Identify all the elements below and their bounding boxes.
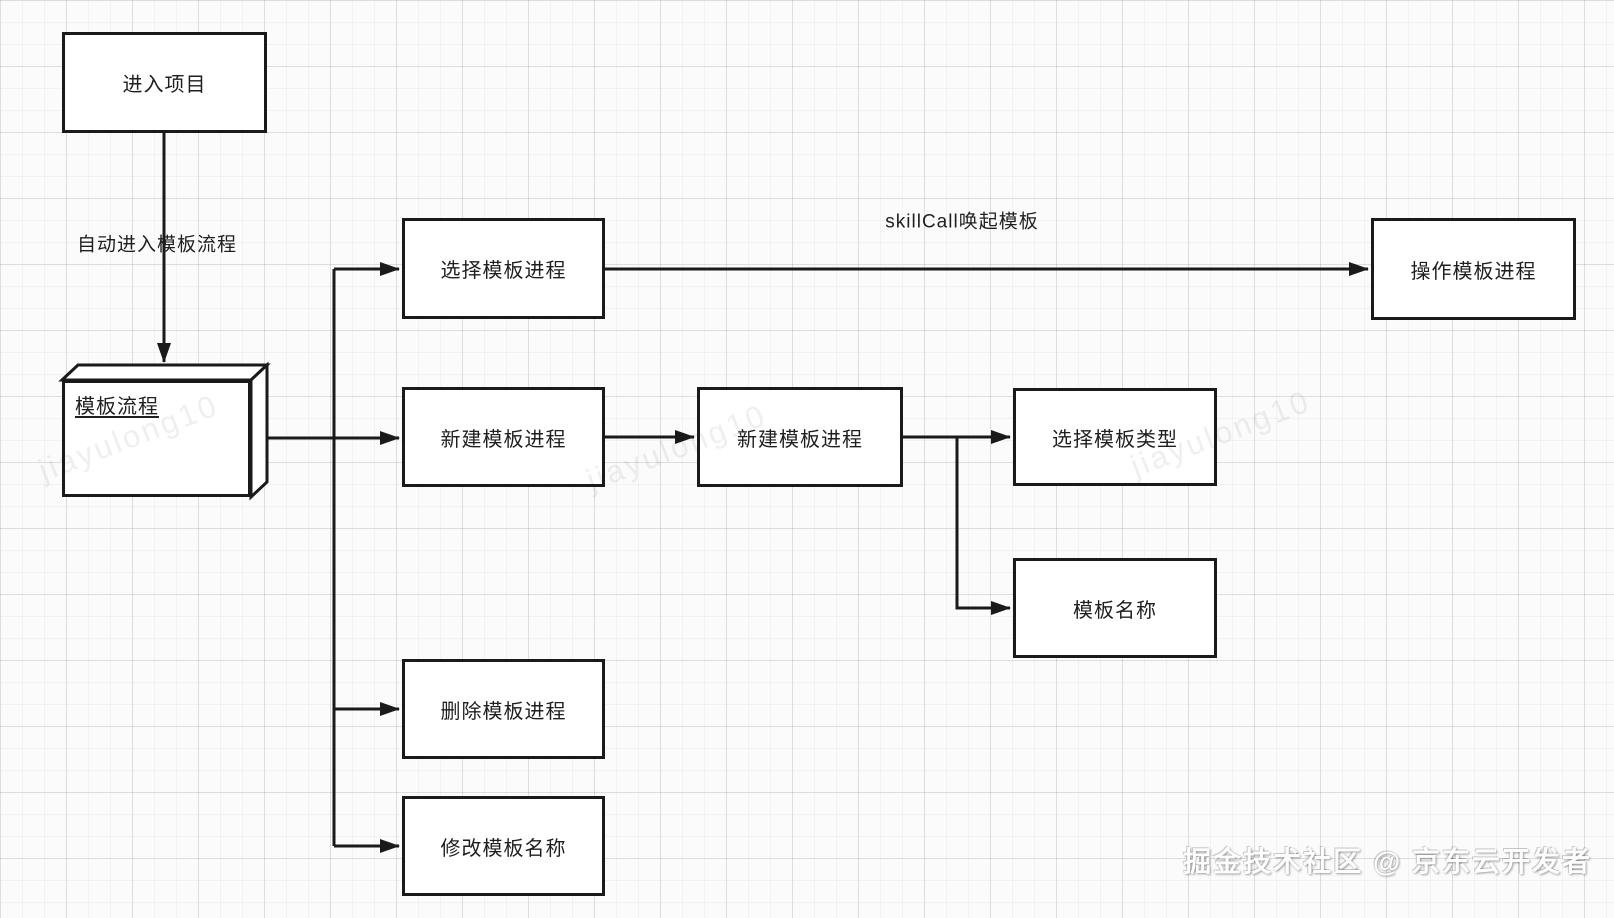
edge-create2-to-name xyxy=(955,437,1011,615)
node-operate-template-process-label: 操作模板进程 xyxy=(1410,260,1537,283)
node-enter-project-label: 进入项目 xyxy=(122,74,207,96)
node-create-template-process-2-label: 新建模板进程 xyxy=(737,428,863,451)
edge-label-auto-enter: 自动进入模板流程 xyxy=(76,234,238,256)
node-select-template-process-label: 选择模板进程 xyxy=(440,260,567,282)
node-create-template-process-1[interactable]: 新建模板进程 xyxy=(402,387,605,487)
template-flow-top-face xyxy=(58,363,271,382)
node-template-name[interactable]: 模板名称 xyxy=(1013,558,1217,658)
node-template-flow-label: 模板流程 xyxy=(75,396,159,418)
node-create-template-process-1-label: 新建模板进程 xyxy=(440,428,567,451)
node-enter-project[interactable]: 进入项目 xyxy=(62,32,267,133)
node-select-template-type-label: 选择模板类型 xyxy=(1052,428,1178,451)
template-flow-right-face xyxy=(249,361,269,501)
node-rename-template-label: 修改模板名称 xyxy=(440,837,567,860)
node-rename-template[interactable]: 修改模板名称 xyxy=(402,796,605,896)
node-template-name-label: 模板名称 xyxy=(1073,599,1157,622)
community-credit: 掘金技术社区 @ 京东云开发者 xyxy=(1183,846,1592,877)
node-template-flow[interactable]: 模板流程 xyxy=(62,380,251,497)
edge-label-skillcall: skillCall唤起模板 xyxy=(885,211,1039,233)
node-select-template-type[interactable]: 选择模板类型 xyxy=(1013,388,1217,486)
node-select-template-process[interactable]: 选择模板进程 xyxy=(402,218,605,319)
node-create-template-process-2[interactable]: 新建模板进程 xyxy=(697,387,903,487)
node-operate-template-process[interactable]: 操作模板进程 xyxy=(1371,218,1576,320)
node-delete-template-process[interactable]: 删除模板进程 xyxy=(402,659,605,759)
node-delete-template-process-label: 删除模板进程 xyxy=(440,700,567,723)
